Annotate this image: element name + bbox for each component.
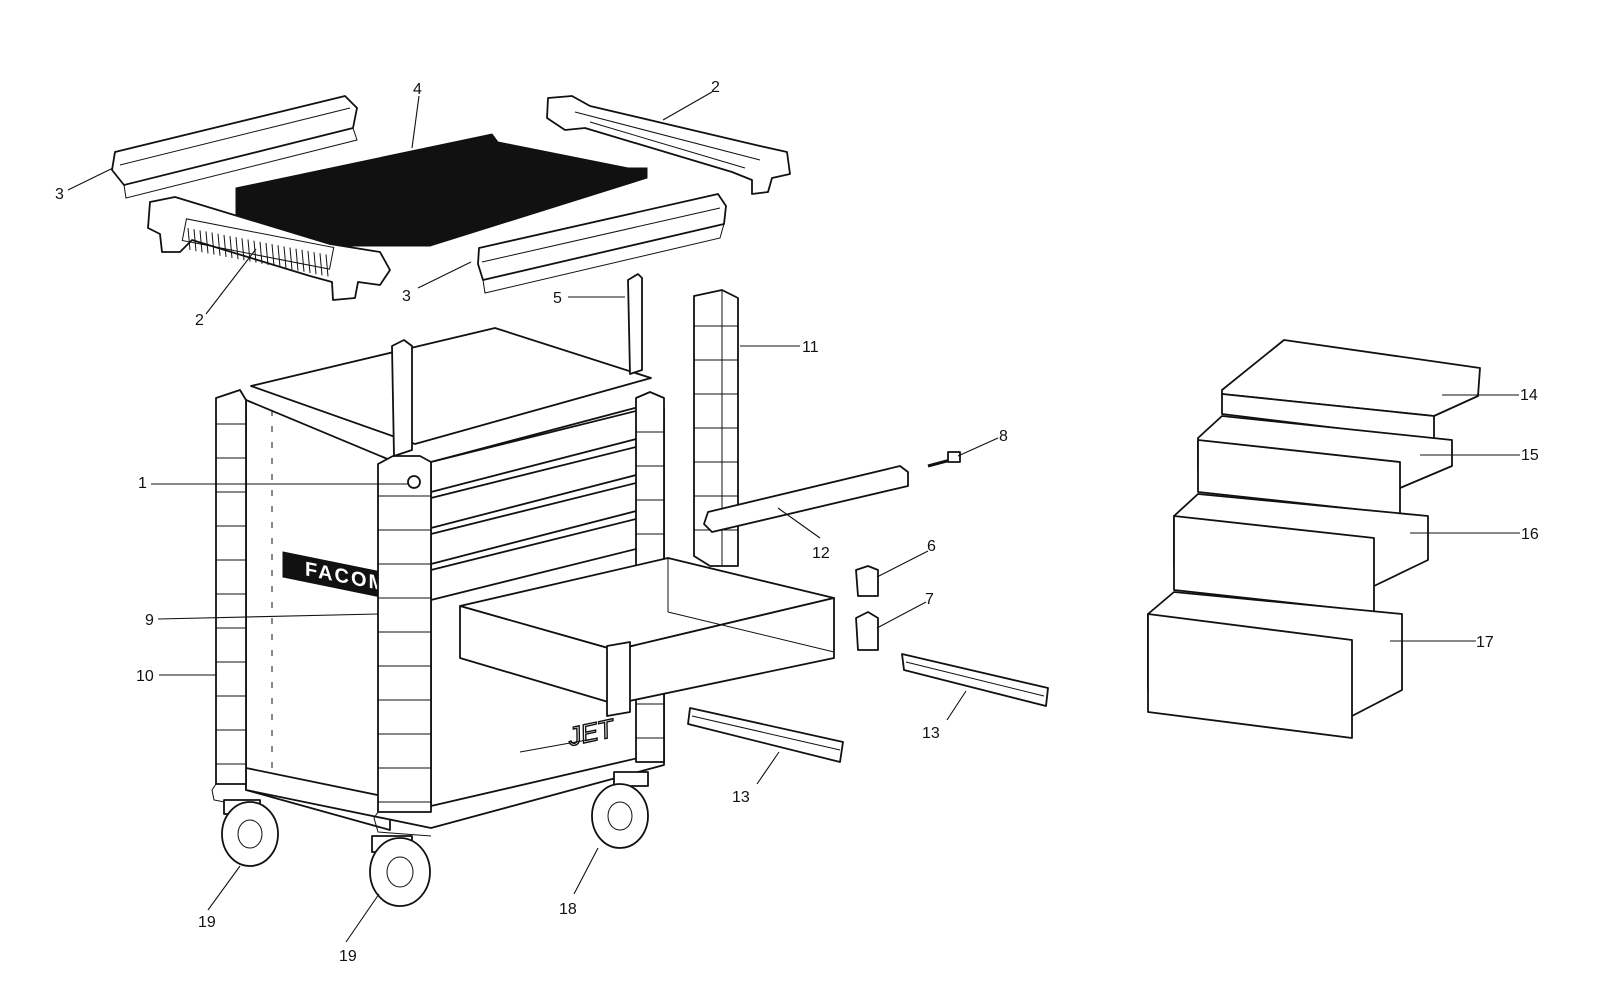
top-handle-right [546, 95, 791, 195]
block-large [855, 611, 879, 651]
cabinet-vertical-rail [391, 339, 413, 457]
handle-grip [187, 227, 329, 277]
callout-15: 15 [1521, 447, 1539, 464]
vertical-post [693, 289, 739, 567]
top-handle-left [147, 196, 391, 301]
callout-3-rail-left: 3 [55, 186, 64, 203]
lock [407, 475, 421, 489]
callout-7: 7 [925, 591, 934, 608]
callout-10: 10 [136, 668, 154, 685]
callout-19-front-right: 19 [339, 948, 357, 965]
leader-lines [67, 91, 1520, 943]
caster-rear [591, 771, 649, 849]
left-corner-post-segments [216, 423, 246, 765]
vertical-post-segments [694, 325, 738, 531]
callout-2-handle-left: 2 [195, 312, 204, 329]
caster-wheels [221, 771, 649, 907]
callout-2-handle-right: 2 [711, 79, 720, 96]
callout-11: 11 [802, 339, 819, 356]
callout-13-slide-left: 13 [732, 789, 750, 806]
callout-3-rail-right: 3 [402, 288, 411, 305]
top-rail-right [477, 193, 727, 294]
callout-6: 6 [927, 538, 936, 555]
left-corner-post [211, 389, 247, 807]
callout-12: 12 [812, 545, 830, 562]
front-corner-post [373, 455, 432, 837]
callout-14: 14 [1520, 387, 1538, 404]
cross-bar [703, 465, 909, 533]
callout-19-front-left: 19 [198, 914, 216, 931]
callout-1: 1 [138, 475, 147, 492]
callout-5: 5 [553, 290, 562, 307]
drawer-fronts [430, 409, 641, 601]
callout-8: 8 [999, 428, 1008, 445]
caster-front-left [221, 799, 279, 867]
open-drawer [459, 557, 835, 717]
cabinet-body: FACOM JET [245, 327, 665, 831]
callout-4: 4 [413, 81, 422, 98]
front-corner-post-segments [378, 495, 431, 803]
caster-front-right [369, 835, 431, 907]
block-small [855, 565, 879, 597]
vertical-rail-loose [627, 273, 643, 375]
callout-9: 9 [145, 612, 154, 629]
callout-labels: 1 2 2 3 3 4 5 6 7 8 9 10 11 12 13 13 14 … [55, 79, 1539, 965]
callout-17: 17 [1476, 634, 1494, 651]
drawer-slide-right [901, 653, 1049, 707]
callout-18: 18 [559, 901, 577, 918]
drawer-15 [1197, 415, 1453, 515]
latch [927, 451, 961, 468]
drawer-14 [1221, 339, 1481, 441]
top-rail-left [111, 95, 358, 199]
callout-16: 16 [1521, 526, 1539, 543]
drawer-16 [1173, 493, 1429, 613]
drawer-slide-left [687, 707, 844, 763]
callout-13-slide-right: 13 [922, 725, 940, 742]
drawer-17 [1147, 591, 1403, 739]
